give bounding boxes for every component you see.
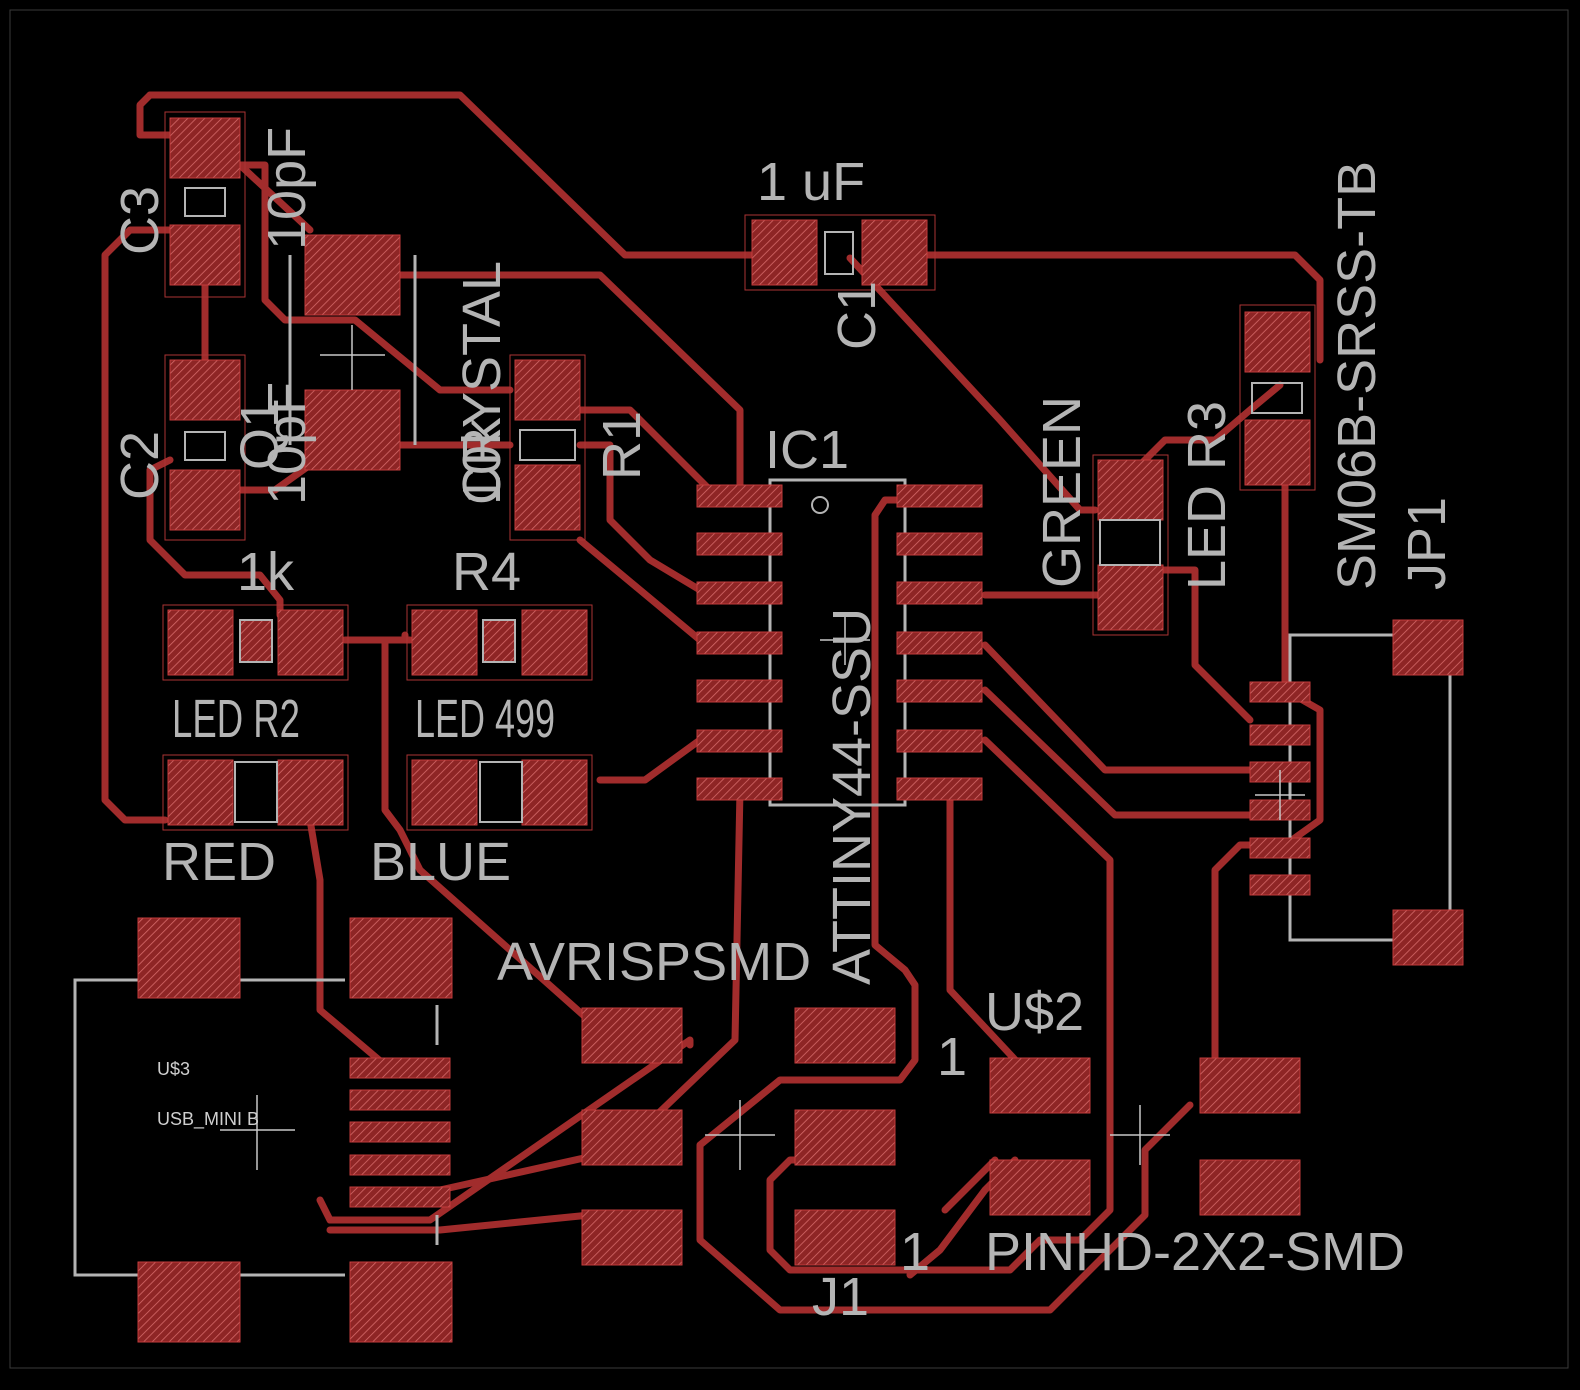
label-c1: C1 (827, 281, 887, 350)
ic1-attiny44 (696, 478, 983, 807)
label-blue: BLUE (370, 832, 511, 892)
label-pin1-a: 1 (937, 1027, 967, 1087)
label-ic1: IC1 (765, 420, 849, 480)
label-c2: C2 (110, 431, 170, 500)
led-green (1092, 454, 1169, 636)
label-r1: R1 (592, 411, 652, 480)
label-green: GREEN (1032, 396, 1092, 588)
pinhd-2x2-header (989, 1057, 1301, 1216)
usb-mini-b-connector (73, 917, 453, 1343)
label-led-r2: LED R2 (172, 689, 300, 749)
label-avrisp: AVRISPSMD (497, 932, 811, 992)
capacitor-c3 (164, 111, 246, 298)
label-j1: J1 (812, 1267, 869, 1327)
avrisp-header (581, 1007, 896, 1266)
label-r2-value: 1k (237, 542, 295, 602)
resistor-r4 (406, 604, 593, 681)
board-outline (9, 9, 1569, 1369)
label-attiny44: ATTINY44-SSU (822, 608, 882, 985)
resistor-r2 (162, 604, 349, 681)
label-pinhd: PINHD-2X2-SMD (985, 1222, 1405, 1282)
label-r4: R4 (452, 542, 521, 602)
label-led-r3: LED R3 (1177, 401, 1237, 590)
label-r1-value: 10k (452, 417, 512, 505)
label-u3: U$3 (157, 1059, 190, 1079)
label-q1: Q1 (230, 398, 290, 470)
capacitor-c2 (164, 354, 246, 541)
label-jp1: JP1 (1397, 497, 1457, 590)
label-led-499: LED 499 (415, 689, 555, 749)
connector-sm06b (1249, 619, 1464, 966)
label-pin1-b: 1 (900, 1222, 930, 1282)
label-crystal: CRYSTAL (452, 261, 512, 505)
led-blue (406, 754, 593, 831)
label-usb: USB_MINI B (157, 1109, 259, 1130)
label-red: RED (162, 832, 276, 892)
label-sm06: SM06B-SRSS-TB (1327, 161, 1387, 590)
capacitor-c1 (744, 214, 936, 291)
label-u2: U$2 (985, 982, 1084, 1042)
label-c2-value: 10pF (257, 382, 317, 505)
label-c3-value: 10pF (257, 127, 317, 250)
label-c3: C3 (110, 186, 170, 255)
led-red (162, 754, 349, 831)
resistor-r3 (1239, 304, 1316, 491)
resistor-r1 (509, 354, 586, 541)
label-c1-value: 1 uF (757, 152, 865, 212)
silkscreen-labels: C3 10pF C2 10pF Q1 CRYSTAL 10k R1 1 uF C… (110, 127, 1457, 1327)
crystal-q1 (288, 234, 417, 471)
